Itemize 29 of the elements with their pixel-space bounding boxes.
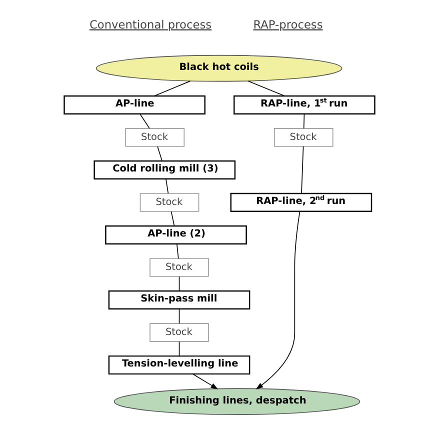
node-box: AP-line (2): [104, 225, 246, 244]
connector: [178, 341, 180, 356]
node-box: Stock: [273, 128, 333, 147]
label: Conventional process: [88, 17, 212, 32]
connector: [153, 80, 190, 96]
node-box: Stock: [149, 323, 208, 342]
connector: [156, 146, 162, 162]
node-box: Stock: [149, 258, 208, 277]
node-box: AP-line: [63, 95, 205, 114]
connector: [139, 114, 150, 129]
node-box: Skin-pass mill: [108, 290, 250, 310]
label: RAP-process: [252, 17, 322, 32]
arrow: [255, 211, 300, 390]
arrow: [192, 374, 218, 390]
node-box: Stock: [124, 128, 184, 147]
node-box: Stock: [139, 193, 199, 212]
connector: [176, 244, 178, 259]
node-ellipse: Black hot coils: [95, 54, 342, 82]
connector: [178, 308, 180, 324]
connector: [178, 276, 180, 292]
node-box: RAP-line, 2$^{nd}$ run: [230, 192, 372, 212]
connector: [302, 114, 304, 129]
connector: [300, 146, 304, 194]
node-box: Tension-levelling line: [108, 355, 250, 375]
connector: [165, 178, 168, 194]
node-ellipse: Finishing lines, despatch: [113, 388, 360, 415]
node-box: Cold rolling mill (3): [93, 160, 236, 180]
node-box: RAP-line, 1$^{st}$ run: [233, 95, 375, 114]
connector: [170, 211, 174, 226]
